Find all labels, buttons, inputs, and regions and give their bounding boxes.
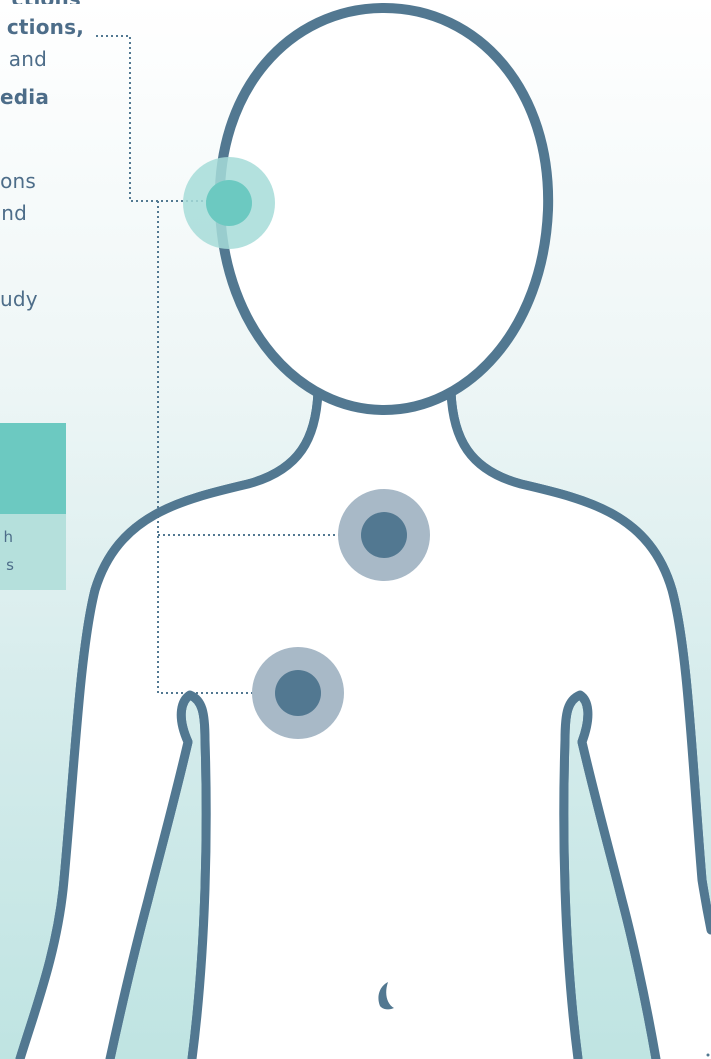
edge-dot [707,1054,710,1057]
chest-marker-lower [252,647,344,739]
chest-marker-upper [338,489,430,581]
head-marker [183,157,275,249]
